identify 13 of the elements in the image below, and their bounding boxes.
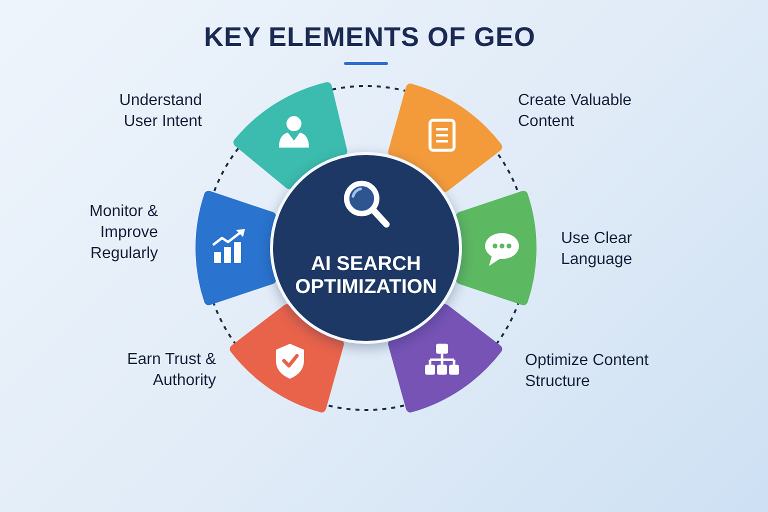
segment-label: Optimize Content Structure <box>525 351 650 392</box>
segment-label: Monitor & Improve Regularly <box>88 202 158 264</box>
wedge-segment <box>455 190 537 306</box>
segment-label: Create Valuable Content <box>518 91 633 132</box>
segment-label: Understand User Intent <box>118 91 202 132</box>
wedge-segment <box>388 304 503 413</box>
wedge-segment <box>195 190 277 306</box>
segment-label: Earn Trust & Authority <box>126 350 216 391</box>
hub-label: AI SEARCH OPTIMIZATION <box>294 253 438 299</box>
segment-label: Use Clear Language <box>561 229 634 270</box>
title: KEY ELEMENTS OF GEO <box>204 22 536 53</box>
wedge-segment <box>233 82 348 190</box>
wedge-segment <box>388 83 503 192</box>
